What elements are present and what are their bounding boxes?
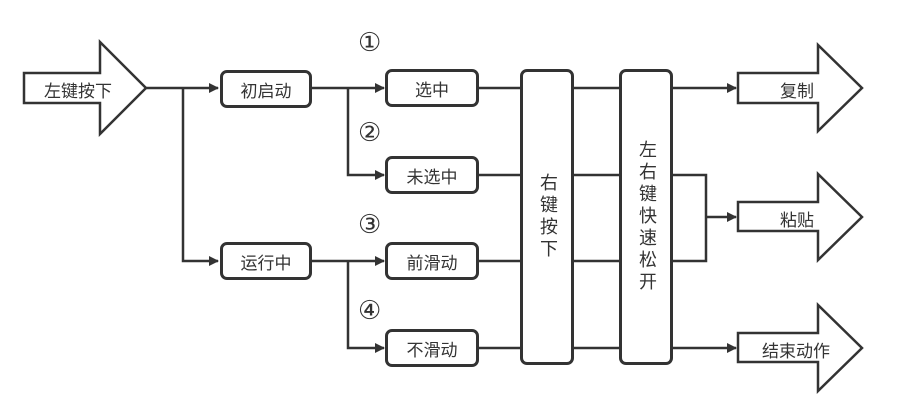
state-running: 运行中 — [220, 242, 312, 280]
outcome-copy-label: 复制 — [780, 82, 814, 102]
condition-forward-slide-label: 前滑动 — [406, 253, 458, 274]
state-init: 初启动 — [220, 70, 312, 108]
condition-forward-slide: 前滑动 — [385, 242, 479, 280]
condition-number-3: ③ — [358, 210, 382, 240]
state-running-label: 运行中 — [240, 253, 292, 274]
condition-unselected-label: 未选中 — [406, 167, 458, 188]
condition-no-slide-label: 不滑动 — [406, 340, 458, 361]
line-init-unselected — [346, 88, 385, 180]
fast-release-label: 左右键快速松开 — [636, 140, 657, 294]
right-press-box: 右键按下 — [520, 69, 574, 365]
end-arrow-shape — [736, 302, 864, 394]
condition-number-2: ② — [358, 118, 382, 148]
condition-number-4: ④ — [358, 296, 382, 326]
fast-release-box: 左右键快速松开 — [619, 69, 673, 365]
line-release-paste-merge — [672, 173, 708, 263]
condition-selected-label: 选中 — [415, 80, 449, 101]
condition-no-slide: 不滑动 — [385, 329, 479, 367]
line-start-running — [181, 88, 219, 266]
outcome-paste-label: 粘贴 — [780, 211, 814, 231]
start-arrow-shape — [22, 38, 148, 138]
condition-unselected: 未选中 — [385, 156, 479, 194]
condition-selected: 选中 — [385, 69, 479, 107]
start-label: 左键按下 — [44, 82, 112, 102]
outcome-end-label: 结束动作 — [762, 342, 830, 362]
paste-arrow-shape — [736, 171, 864, 263]
right-press-label: 右键按下 — [537, 173, 558, 261]
copy-arrow-shape — [736, 42, 864, 134]
state-init-label: 初启动 — [240, 81, 292, 102]
line-running-noslide — [346, 261, 385, 353]
condition-number-1: ① — [358, 28, 382, 58]
